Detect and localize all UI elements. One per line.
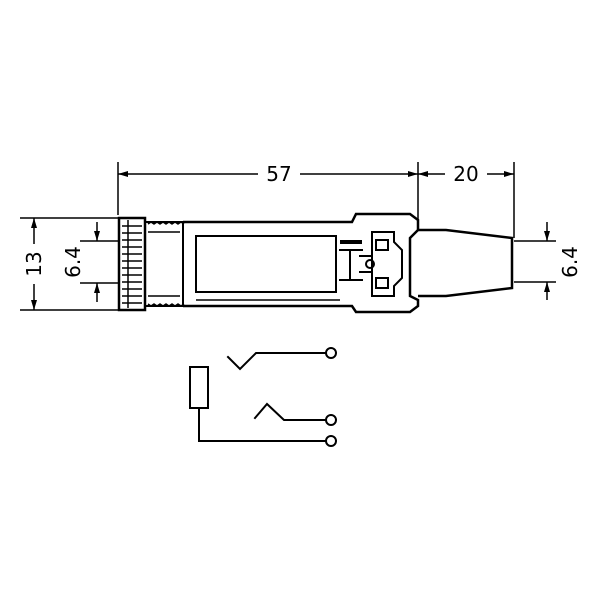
dimension-57: 57 xyxy=(117,162,419,220)
housing-outline xyxy=(183,212,420,314)
inner-cavity xyxy=(195,235,337,293)
sleeve-contact xyxy=(189,366,209,409)
connector-body xyxy=(117,212,514,314)
contact-assembly xyxy=(339,231,403,297)
terminal-switch xyxy=(325,414,337,426)
schematic-symbol xyxy=(189,347,337,447)
terminal-tip xyxy=(325,347,337,359)
threaded-sleeve xyxy=(144,221,185,307)
strain-relief-tail xyxy=(418,228,514,298)
terminal-ground xyxy=(325,435,337,447)
dimension-label-6-4-left: 6.4 xyxy=(61,246,85,278)
tip-spring-contact xyxy=(226,352,327,371)
dimension-6-4-right: 6.4 xyxy=(514,222,582,300)
dimension-label-13: 13 xyxy=(22,251,46,276)
dimension-label-20: 20 xyxy=(453,162,478,186)
dimension-20: 20 xyxy=(418,162,515,238)
switch-contact xyxy=(253,402,327,421)
dimension-6-4-left: 6.4 xyxy=(61,222,118,302)
knurled-nut xyxy=(117,216,147,312)
dimension-label-6-4-right: 6.4 xyxy=(558,246,582,278)
dimension-13: 13 xyxy=(20,217,118,311)
dimension-label-57: 57 xyxy=(266,162,291,186)
